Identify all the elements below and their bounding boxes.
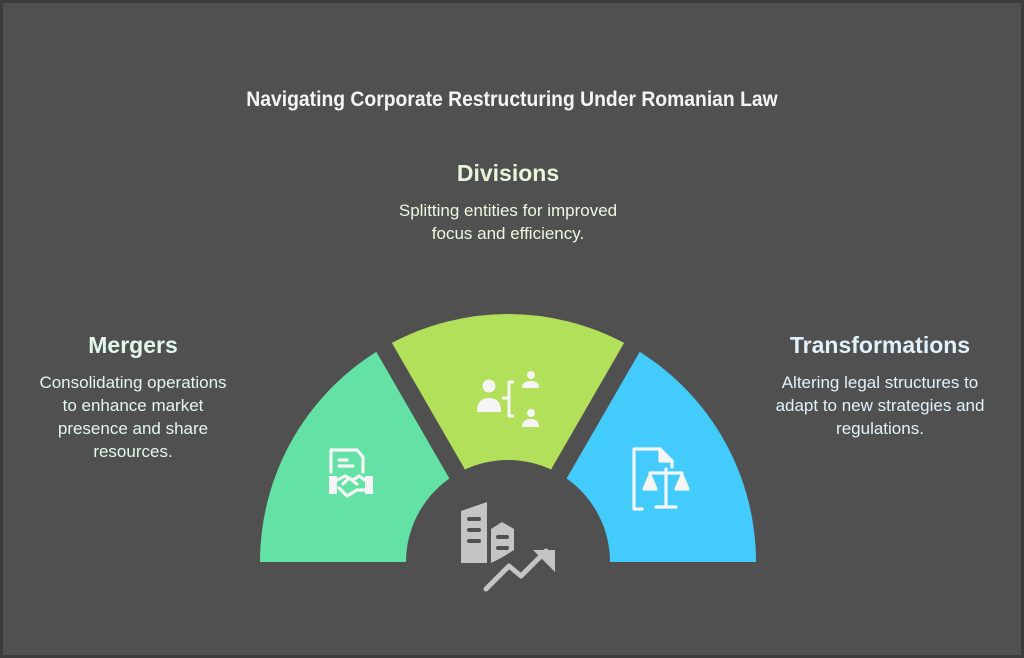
- transformations-description: Altering legal structures to adapt to ne…: [775, 373, 985, 438]
- mergers-segment: [260, 351, 450, 562]
- buildings-growth-icon: [461, 502, 555, 594]
- contract-handshake-icon: [329, 448, 373, 498]
- mergers-heading: Mergers: [88, 332, 178, 358]
- transformations-text-block: Transformations Altering legal structure…: [762, 332, 998, 440]
- org-split-icon: [477, 371, 539, 427]
- divisions-heading: Divisions: [456, 160, 560, 186]
- divisions-text-block: Divisions Splitting entities for improve…: [388, 160, 628, 245]
- diagram-title: Navigating Corporate Restructuring Under…: [246, 88, 778, 111]
- mergers-description: Consolidating operations to enhance mark…: [39, 373, 227, 461]
- legal-document-scale-icon: [632, 447, 690, 511]
- divisions-description: Splitting entities for improved focus an…: [398, 201, 618, 243]
- transformations-heading: Transformations: [789, 332, 971, 358]
- mergers-text-block: Mergers Consolidating operations to enha…: [38, 332, 228, 463]
